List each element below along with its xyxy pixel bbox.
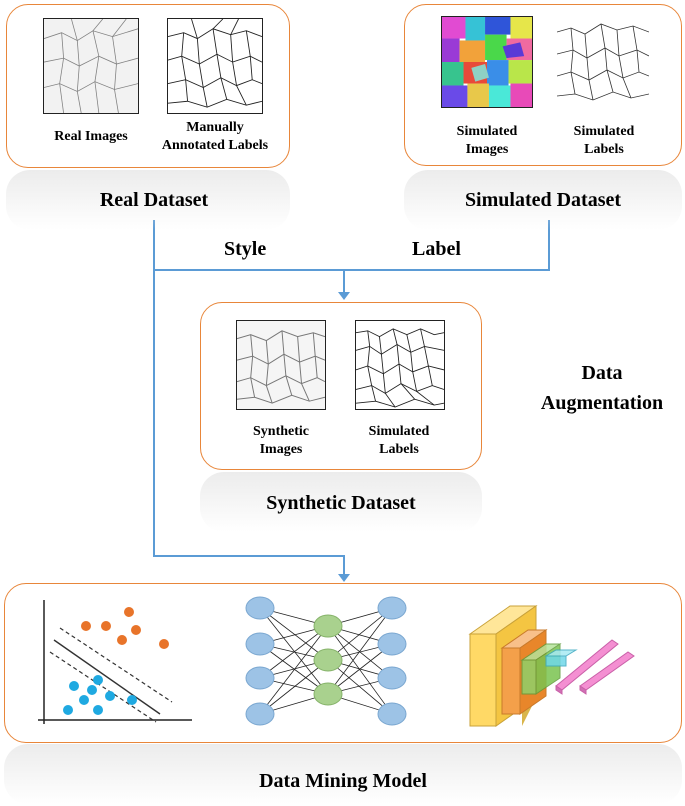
- real-dataset-title: Real Dataset: [99, 189, 209, 211]
- nn-hidden-node: [313, 614, 343, 638]
- nn-input-node: [245, 632, 275, 656]
- svm-decision-boundary: [53, 639, 161, 715]
- nn-output-node: [377, 596, 407, 620]
- nn-hidden-node: [313, 682, 343, 706]
- nn-input-node: [245, 666, 275, 690]
- manual-labels-caption-line1: Manually: [186, 120, 244, 135]
- svm-point: [81, 621, 91, 631]
- simulated-dataset-title: Simulated Dataset: [464, 189, 622, 211]
- nn-hidden-node: [313, 648, 343, 672]
- neural-network-illustration: [245, 596, 407, 726]
- simulated-images-caption-line2: Images: [465, 142, 509, 157]
- synthetic-dataset-title: Synthetic Dataset: [266, 492, 416, 514]
- svm-point: [131, 625, 141, 635]
- style-label: Style: [224, 238, 267, 260]
- synthetic-label-thumbnail: [355, 320, 445, 410]
- manual-labels-caption-line2: Annotated Labels: [161, 138, 269, 153]
- svm-point: [101, 621, 111, 631]
- synthetic-sim-labels-caption-line2: Labels: [379, 442, 419, 457]
- manual-label-thumbnail: [167, 18, 263, 114]
- simulated-image-thumbnail: [441, 16, 533, 108]
- svm-cyan-class: [63, 675, 137, 715]
- svm-orange-class: [81, 607, 169, 649]
- nn-input-node: [245, 702, 275, 726]
- svm-point: [117, 635, 127, 645]
- svm-point: [159, 639, 169, 649]
- svm-illustration: [38, 600, 192, 724]
- real-images-caption: Real Images: [54, 129, 128, 144]
- model-shadow: [4, 744, 682, 804]
- cnn-cyan-layer: [544, 649, 578, 667]
- simulated-labels-caption-line1: Simulated: [573, 124, 635, 139]
- svm-point: [69, 681, 79, 691]
- svm-point: [63, 705, 73, 715]
- svm-point: [105, 691, 115, 701]
- cnn-dense-layers: [555, 639, 635, 695]
- synthetic-dataset-shadow: [200, 472, 482, 532]
- data-mining-model-title: Data Mining Model: [259, 770, 427, 792]
- synthetic-sim-labels-caption-line1: Simulated: [368, 424, 430, 439]
- svm-margin-lower: [49, 651, 157, 723]
- svm-point: [127, 695, 137, 705]
- simulated-label-thumbnail: [557, 16, 649, 108]
- svm-margin-upper: [59, 627, 173, 703]
- data-mining-model-box: [4, 583, 682, 743]
- nn-output-node: [377, 632, 407, 656]
- synthetic-images-caption-line2: Images: [259, 442, 303, 457]
- cnn-dense-layer-2: [579, 651, 635, 691]
- augmentation-label-line2: Augmentation: [540, 392, 664, 414]
- synthetic-image-thumbnail: [236, 320, 326, 410]
- nn-output-node: [377, 702, 407, 726]
- svm-point: [124, 607, 134, 617]
- simulated-dataset-shadow: [404, 170, 682, 230]
- simulated-labels-caption-line2: Labels: [584, 142, 624, 157]
- cnn-illustration: [468, 605, 635, 727]
- nn-output-node: [377, 666, 407, 690]
- real-image-thumbnail: [43, 18, 139, 114]
- svm-point: [93, 705, 103, 715]
- real-dataset-shadow: [6, 170, 290, 230]
- svm-point: [87, 685, 97, 695]
- synthetic-images-caption-line1: Synthetic: [253, 424, 309, 439]
- svm-point: [93, 675, 103, 685]
- simulated-images-caption-line1: Simulated: [456, 124, 518, 139]
- augmentation-label-line1: Data: [581, 362, 623, 384]
- label-label: Label: [412, 238, 461, 260]
- nn-input-node: [245, 596, 275, 620]
- svm-point: [79, 695, 89, 705]
